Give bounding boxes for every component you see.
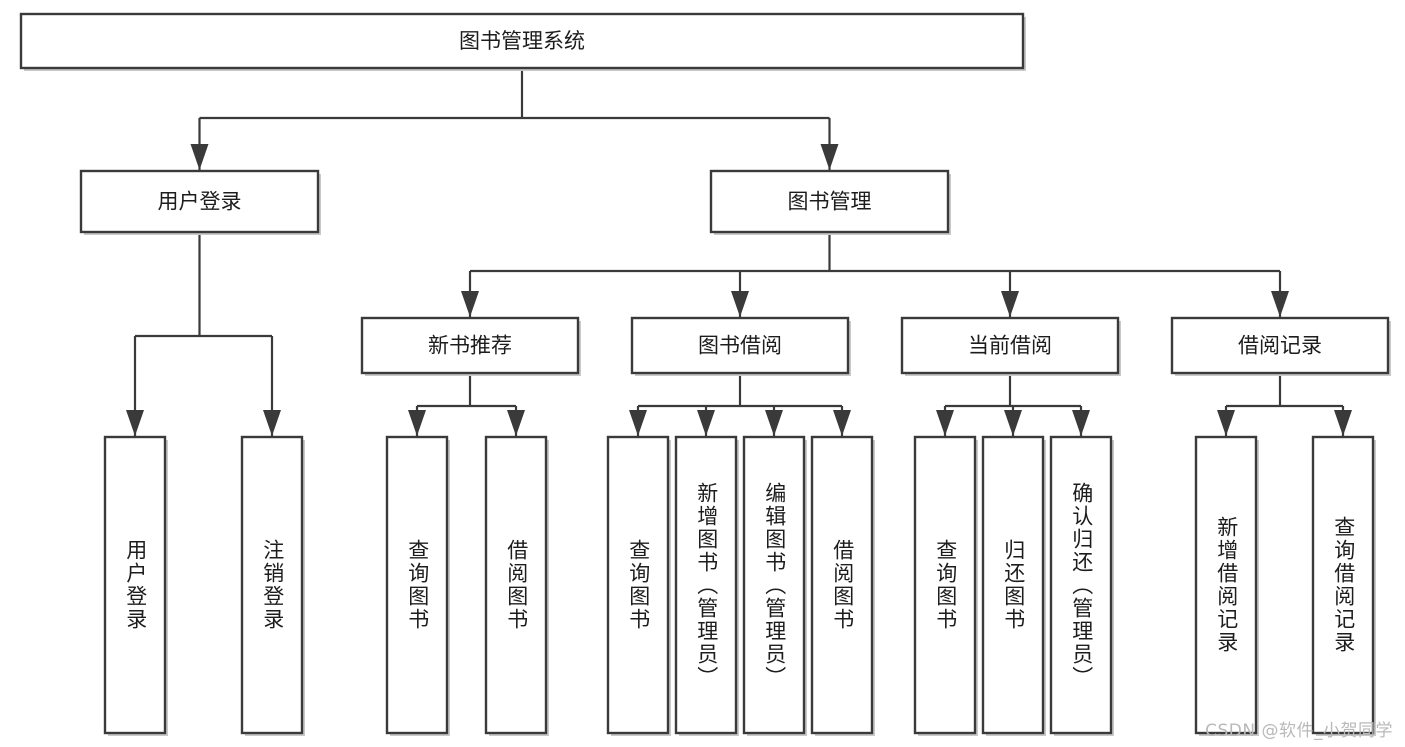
node-label: 图书借阅 (698, 334, 782, 358)
csdn-watermark: CSDN @软件_小贺同学 (1205, 721, 1393, 741)
node-leaf-add-book[interactable] (674, 435, 738, 735)
node-label: 图书管理系统 (459, 29, 585, 53)
node-leaf-query-record[interactable] (1311, 435, 1375, 735)
node-label: 新书推荐 (428, 334, 512, 358)
node-leaf-logout[interactable] (240, 435, 304, 735)
node-new-book-recommend[interactable] (360, 316, 580, 375)
node-leaf-edit-book[interactable] (742, 435, 806, 735)
arrow-head-icon (263, 410, 281, 436)
node-leaf-query-book-3[interactable] (913, 435, 977, 735)
node-box-layer (19, 12, 1391, 736)
node-user-login[interactable] (79, 169, 320, 234)
node-label: 用户登录 (158, 190, 242, 214)
node-leaf-borrow-book-1[interactable] (484, 435, 548, 735)
arrow-head-icon (1271, 291, 1289, 317)
node-label: 图书管理 (788, 190, 872, 214)
node-root[interactable] (19, 12, 1025, 70)
arrow-head-icon (936, 410, 954, 436)
arrow-head-icon (629, 410, 647, 436)
arrow-head-icon (1334, 410, 1352, 436)
node-leaf-confirm-return[interactable] (1049, 435, 1113, 735)
arrow-head-icon (1217, 410, 1235, 436)
arrow-head-icon (833, 410, 851, 436)
arrow-head-icon (697, 410, 715, 436)
node-book-manage[interactable] (709, 169, 950, 234)
arrow-head-icon (190, 144, 209, 170)
node-label: 当前借阅 (968, 334, 1052, 358)
node-leaf-return-book[interactable] (981, 435, 1045, 735)
arrow-head-icon (461, 291, 479, 317)
node-borrow-record[interactable] (1170, 316, 1390, 375)
arrow-head-icon (507, 410, 525, 436)
arrow-head-icon (1001, 291, 1019, 317)
node-leaf-query-book-2[interactable] (606, 435, 670, 735)
arrow-head-icon (731, 291, 749, 317)
node-leaf-borrow-book-2[interactable] (810, 435, 874, 735)
connector-layer (126, 68, 1352, 436)
node-leaf-query-book-1[interactable] (385, 435, 449, 735)
arrow-head-icon (765, 410, 783, 436)
arrow-head-icon (820, 144, 839, 170)
node-label: 借阅记录 (1238, 334, 1322, 358)
arrow-head-icon (408, 410, 426, 436)
node-current-borrow[interactable] (900, 316, 1120, 375)
arrow-head-icon (1072, 410, 1090, 436)
arrow-head-icon (1004, 410, 1022, 436)
node-leaf-user-login[interactable] (103, 435, 167, 735)
node-leaf-add-record[interactable] (1194, 435, 1258, 735)
arrow-head-icon (126, 410, 144, 436)
node-book-borrow[interactable] (630, 316, 850, 375)
